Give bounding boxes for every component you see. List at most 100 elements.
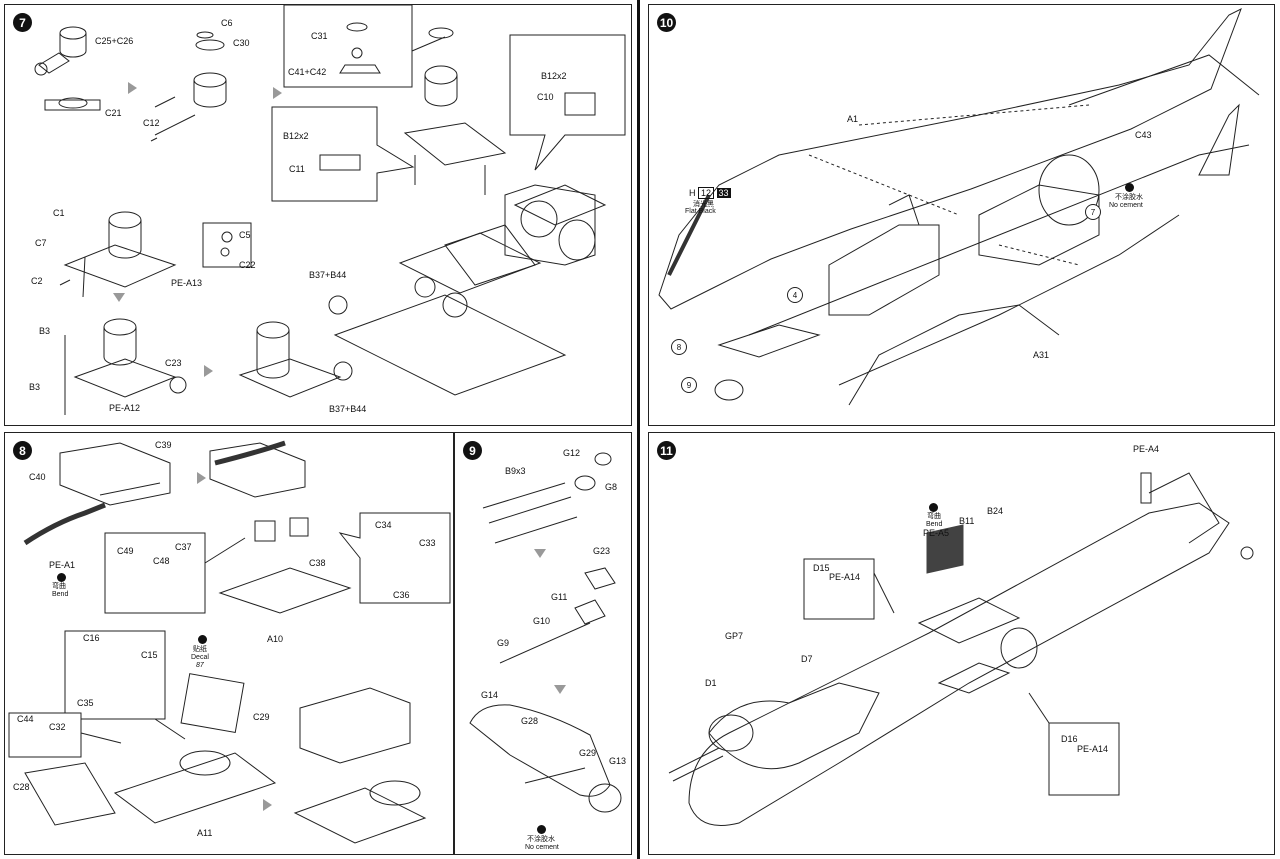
step-7-panel: 7 <box>4 4 632 426</box>
step-8-arrow-2 <box>263 799 272 811</box>
page-divider <box>637 0 640 859</box>
part-label: C31 <box>311 31 328 41</box>
step-7-arrow-2 <box>273 87 282 99</box>
decal-cn-label: 贴纸 <box>193 646 207 653</box>
part-label: G14 <box>481 690 499 700</box>
step-10-panel: 10 A1 C43 A31 H 12 33 消光黑 Flat Black 不涂胶… <box>648 4 1275 426</box>
part-label: C35 <box>77 698 94 708</box>
part-label: C7 <box>35 238 47 248</box>
part-label: C41+C42 <box>288 67 327 77</box>
part-label: PE-A4 <box>1133 444 1160 454</box>
step-7-arrow-1 <box>128 82 137 94</box>
part-label: PE-A14 <box>829 572 861 582</box>
no-cement-cn-label: 不涂胶水 <box>527 836 555 843</box>
ref-step-9: 9 <box>681 377 697 393</box>
no-cement-label: No cement <box>525 844 559 851</box>
part-label: B12x2 <box>283 131 309 141</box>
part-label: G12 <box>563 448 581 458</box>
step-8-number: 8 <box>13 441 32 460</box>
part-label: C6 <box>221 18 233 28</box>
part-label: A31 <box>1033 350 1050 360</box>
part-label: C34 <box>375 520 392 530</box>
no-cement-icon <box>537 825 546 834</box>
part-label: C1 <box>53 208 65 218</box>
step-8-panel: 8 C39 C40 PE-A1 弯曲 Bend C49 C48 C37 C38 … <box>4 432 454 855</box>
part-label: C16 <box>83 633 100 643</box>
part-label: A1 <box>847 114 859 124</box>
part-label: C38 <box>309 558 326 568</box>
step-7-arrow-4 <box>204 365 213 377</box>
part-label: B9x3 <box>505 466 526 476</box>
part-label: C2 <box>31 276 43 286</box>
part-label: C22 <box>239 260 256 270</box>
part-label: C30 <box>233 38 250 48</box>
part-label: C25+C26 <box>95 36 134 46</box>
step-9-arrow-2 <box>554 685 566 694</box>
color-code: H 12 33 <box>689 187 731 199</box>
part-label: C39 <box>155 440 172 450</box>
part-label: C28 <box>13 782 30 792</box>
pe-a5-label: PE-A5 <box>923 528 950 538</box>
part-label: C37 <box>175 542 192 552</box>
color-cn-label: 消光黑 <box>693 201 714 208</box>
part-label: C23 <box>165 358 182 368</box>
step-9-panel: 9 B9x3 G12 G8 G23 G11 G10 G9 G14 G28 G29… <box>454 432 632 855</box>
part-label: C10 <box>537 92 554 102</box>
step-10-number: 10 <box>657 13 676 32</box>
decal-label: Decal <box>191 654 209 661</box>
part-label: D15 <box>813 563 830 573</box>
no-cement-icon <box>1125 183 1134 192</box>
part-label: C48 <box>153 556 170 566</box>
bend-icon <box>57 573 66 582</box>
ref-step-7: 7 <box>1085 204 1101 220</box>
part-label: C40 <box>29 472 46 482</box>
part-label: G13 <box>609 756 627 766</box>
part-label: PE-A13 <box>171 278 203 288</box>
part-label: PE-A1 <box>49 560 76 570</box>
step-9-drawing <box>469 452 622 813</box>
part-label: C33 <box>419 538 436 548</box>
step-9-number: 9 <box>463 441 482 460</box>
no-cement-label: No cement <box>1109 202 1143 209</box>
part-label: G28 <box>521 716 539 726</box>
part-label: D1 <box>705 678 717 688</box>
part-label: B3 <box>29 382 41 392</box>
decal-number: 87 <box>196 662 204 669</box>
part-label: GP7 <box>725 631 744 641</box>
part-label: C11 <box>289 164 305 174</box>
part-label: A10 <box>267 634 284 644</box>
no-cement-cn-label: 不涂胶水 <box>1115 194 1143 201</box>
part-label: G23 <box>593 546 611 556</box>
step-10-drawing <box>658 7 1260 406</box>
part-label: D7 <box>801 654 813 664</box>
part-label: PE-A14 <box>1077 744 1109 754</box>
part-label: B37+B44 <box>329 404 367 414</box>
color-en-label: Flat Black <box>685 208 716 215</box>
step-11-number: 11 <box>657 441 676 460</box>
part-label: B11 <box>959 516 975 526</box>
step-7-number: 7 <box>13 13 32 32</box>
part-label: D16 <box>1061 734 1078 744</box>
part-label: G29 <box>579 748 597 758</box>
color-code-letter: H <box>689 188 696 198</box>
ref-step-8: 8 <box>671 339 687 355</box>
part-label: B24 <box>987 506 1004 516</box>
step-11-drawing <box>668 472 1254 826</box>
step-7-arrow-3 <box>113 293 125 302</box>
part-label: G11 <box>551 592 568 602</box>
step-7-drawing <box>34 5 626 415</box>
part-label: C5 <box>239 230 251 240</box>
bend-icon <box>929 503 938 512</box>
step-9-arrow-1 <box>534 549 546 558</box>
color-code-box: 12 <box>698 187 715 199</box>
decal-icon <box>198 635 207 644</box>
bend-label: Bend <box>52 591 69 598</box>
bend-cn-label: 弯曲 <box>927 513 941 520</box>
part-label: C15 <box>141 650 158 660</box>
bend-label: Bend <box>926 521 943 528</box>
part-label: A11 <box>197 828 213 838</box>
bend-cn-label: 弯曲 <box>52 583 66 590</box>
part-label: C21 <box>105 108 122 118</box>
part-label: G8 <box>605 482 618 492</box>
part-label: PE-A12 <box>109 403 141 413</box>
